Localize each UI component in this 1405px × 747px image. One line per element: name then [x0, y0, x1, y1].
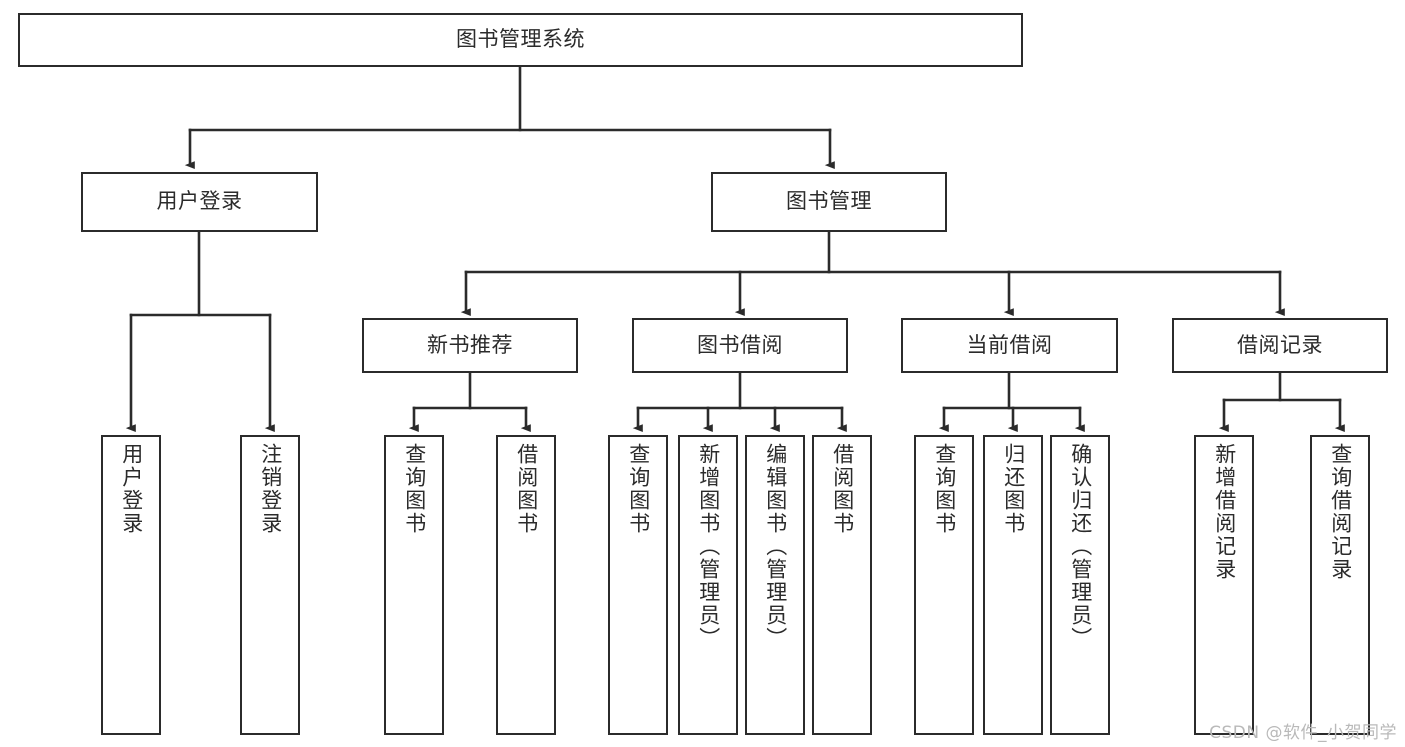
- leaf-current-return-book[interactable]: 归还图书: [983, 435, 1043, 735]
- leaf-record-query-borrow-record[interactable]: 查询借阅记录: [1310, 435, 1370, 735]
- node-label: 编辑图书（管理员）: [763, 443, 788, 650]
- leaf-borrow-query-book[interactable]: 查询图书: [608, 435, 668, 735]
- leaf-user-login[interactable]: 用户登录: [101, 435, 161, 735]
- leaf-borrow-borrow-book[interactable]: 借阅图书: [812, 435, 872, 735]
- leaf-current-query-book[interactable]: 查询图书: [914, 435, 974, 735]
- leaf-borrow-add-book-admin[interactable]: 新增图书（管理员）: [678, 435, 738, 735]
- leaf-current-confirm-return-admin[interactable]: 确认归还（管理员）: [1050, 435, 1110, 735]
- node-current-borrow[interactable]: 当前借阅: [901, 318, 1118, 373]
- leaf-record-add-borrow-record[interactable]: 新增借阅记录: [1194, 435, 1254, 735]
- node-label: 新增借阅记录: [1212, 443, 1237, 581]
- leaf-user-logout[interactable]: 注销登录: [240, 435, 300, 735]
- node-book-management[interactable]: 图书管理: [711, 172, 947, 232]
- node-new-book-recommend[interactable]: 新书推荐: [362, 318, 578, 373]
- node-borrow-record[interactable]: 借阅记录: [1172, 318, 1388, 373]
- node-label: 借阅记录: [1237, 332, 1323, 357]
- node-label: 归还图书: [1001, 443, 1026, 535]
- node-label: 新书推荐: [427, 332, 513, 357]
- node-label: 新增图书（管理员）: [696, 443, 721, 650]
- node-label: 借阅图书: [830, 443, 855, 535]
- csdn-watermark: CSDN @软件_小贺同学: [1209, 723, 1397, 743]
- node-label: 查询借阅记录: [1328, 443, 1353, 581]
- node-label: 图书管理: [786, 189, 872, 214]
- node-label: 注销登录: [258, 443, 283, 535]
- node-label: 用户登录: [156, 189, 243, 214]
- node-label: 借阅图书: [514, 443, 539, 535]
- node-label: 查询图书: [932, 443, 957, 535]
- node-label: 当前借阅: [966, 332, 1053, 357]
- node-label: 查询图书: [402, 443, 427, 535]
- node-book-borrow[interactable]: 图书借阅: [632, 318, 848, 373]
- node-label: 图书管理系统: [456, 27, 585, 52]
- node-label: 查询图书: [626, 443, 651, 535]
- node-root-system[interactable]: 图书管理系统: [18, 13, 1023, 67]
- node-user-login[interactable]: 用户登录: [81, 172, 318, 232]
- leaf-borrow-edit-book-admin[interactable]: 编辑图书（管理员）: [745, 435, 805, 735]
- leaf-recommend-query-book[interactable]: 查询图书: [384, 435, 444, 735]
- node-label: 确认归还（管理员）: [1068, 443, 1093, 650]
- leaf-recommend-borrow-book[interactable]: 借阅图书: [496, 435, 556, 735]
- node-label: 用户登录: [119, 443, 144, 535]
- node-label: 图书借阅: [697, 332, 783, 357]
